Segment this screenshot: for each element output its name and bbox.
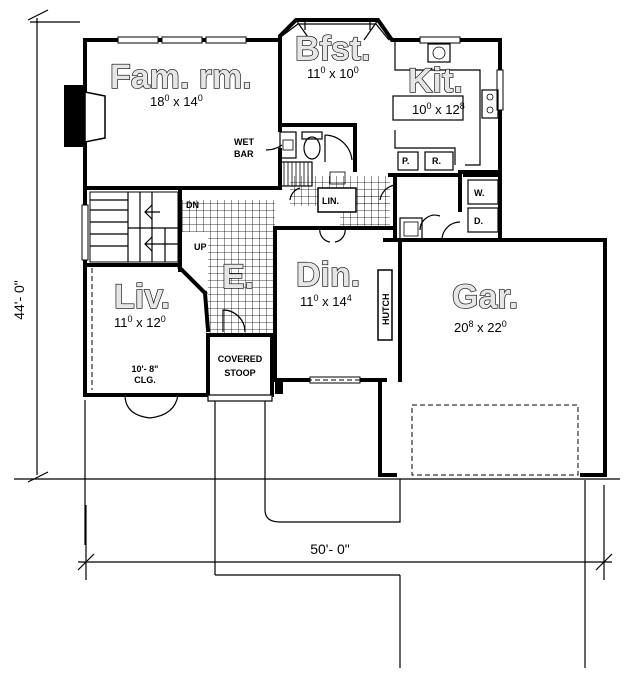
stoop-label: STOOP bbox=[224, 368, 255, 378]
doors bbox=[222, 184, 461, 333]
room-entry-name: E. bbox=[222, 258, 254, 296]
depth-dimension-label: 44'- 0" bbox=[11, 280, 27, 320]
garage-door bbox=[411, 404, 579, 476]
dn-label: DN bbox=[186, 200, 199, 210]
living-angled-wall bbox=[91, 265, 211, 390]
stairs bbox=[89, 191, 179, 263]
wet-bar bbox=[265, 131, 313, 187]
width-dimension bbox=[77, 485, 613, 580]
covered-label: COVERED bbox=[218, 354, 263, 364]
bathroom-fixtures bbox=[301, 131, 353, 185]
fireplace bbox=[64, 85, 106, 147]
room-gar-name: Gar. bbox=[452, 278, 518, 316]
room-fam-name: Fam. rm. bbox=[110, 58, 252, 96]
hutch bbox=[377, 269, 393, 341]
p-label: P. bbox=[402, 156, 409, 166]
room-liv-dims: 110 x 120 bbox=[114, 314, 166, 330]
room-gar-dims: 208 x 220 bbox=[454, 319, 507, 335]
lin-label: LIN. bbox=[322, 196, 339, 206]
ceiling-height-label: 10'- 8" bbox=[132, 364, 159, 374]
wet-label: WET bbox=[234, 137, 254, 147]
width-dimension-label: 50'- 0" bbox=[310, 541, 350, 557]
ceiling-clg-label: CLG. bbox=[134, 375, 156, 385]
laundry bbox=[467, 179, 499, 233]
r-label: R. bbox=[432, 156, 441, 166]
interior-walls bbox=[83, 38, 502, 397]
room-fam-dims: 180 x 140 bbox=[150, 93, 203, 109]
depth-dimension bbox=[14, 9, 620, 483]
kitchen-counters bbox=[392, 40, 499, 171]
hutch-label: HUTCH bbox=[381, 294, 391, 326]
room-kit-name: Kit. bbox=[408, 62, 463, 100]
d-label: D. bbox=[474, 216, 483, 226]
linen-closet bbox=[289, 187, 357, 213]
site-lines bbox=[84, 400, 586, 668]
room-bfst-dims: 110 x 100 bbox=[307, 65, 359, 81]
room-liv-name: Liv. bbox=[114, 278, 170, 316]
up-label: UP bbox=[194, 242, 207, 252]
room-kit-dims: 100 x 128 bbox=[412, 101, 465, 117]
covered-stoop bbox=[207, 379, 380, 402]
bar-label: BAR bbox=[234, 149, 254, 159]
room-bfst-name: Bfst. bbox=[295, 30, 371, 68]
room-din-dims: 110 x 144 bbox=[300, 293, 352, 309]
bay-window bbox=[281, 19, 390, 41]
room-din-name: Din. bbox=[296, 256, 360, 294]
w-label: W. bbox=[474, 188, 485, 198]
ceiling-note-box bbox=[120, 355, 170, 385]
